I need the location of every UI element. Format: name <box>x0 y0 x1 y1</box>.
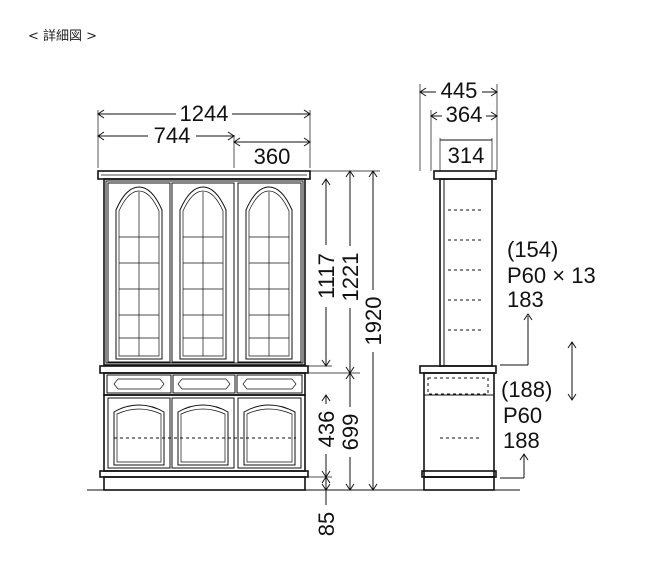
glass-door-left <box>107 182 171 363</box>
dim-left-width: 744 <box>154 123 191 148</box>
lower-cabinet <box>103 394 306 472</box>
upper-note-line2: P60 × 13 <box>507 263 596 288</box>
dim-plinth: 85 <box>314 512 339 536</box>
drawer-right <box>236 374 303 394</box>
dim-lower-height: 436 <box>314 411 339 448</box>
dim-lower-total: 699 <box>338 414 363 451</box>
dim-upper-total: 1221 <box>338 253 363 302</box>
side-plinth-top <box>421 470 497 478</box>
dim-overall-width: 1244 <box>180 101 229 126</box>
dim-side-depth-upper: 314 <box>448 143 485 168</box>
side-crown <box>433 170 497 180</box>
side-lower-body <box>423 372 495 478</box>
upper-note-line3: 183 <box>507 287 544 312</box>
plinth-top <box>99 470 309 478</box>
drawer-left <box>106 374 172 394</box>
side-counter <box>419 365 497 374</box>
lower-height-arrow <box>567 341 577 401</box>
dim-upper-height: 1117 <box>314 253 339 299</box>
side-upper-body <box>439 178 493 367</box>
side-view <box>419 170 497 491</box>
glass-door-right <box>237 182 302 363</box>
plinth <box>103 476 306 491</box>
side-plinth <box>423 476 495 491</box>
drawer-center <box>172 374 236 394</box>
lower-note-line2: P60 <box>503 403 542 428</box>
panel-door-right <box>237 397 302 469</box>
glass-door-center <box>171 182 235 363</box>
dim-side-depth-mid: 364 <box>446 102 483 127</box>
front-view <box>97 170 311 491</box>
front-dimensions: 1244 744 360 1117 1221 1920 436 699 85 <box>97 101 386 536</box>
drawer-row <box>103 372 306 396</box>
dim-overall-height: 1920 <box>361 297 386 346</box>
lower-note-line3: 188 <box>503 428 540 453</box>
counter-top <box>99 365 309 374</box>
lower-leader <box>519 453 529 478</box>
dim-side-depth-total: 445 <box>441 78 478 103</box>
panel-door-left <box>107 397 171 469</box>
lower-note-line1: (188) <box>501 377 552 402</box>
upper-leader <box>523 313 533 365</box>
side-dimensions: 445 364 314 (154) P60 × 13 183 (188) P60… <box>419 78 596 479</box>
panel-door-center <box>171 397 235 469</box>
dim-right-width: 360 <box>254 144 291 169</box>
diagram-caption: < 詳細図 > <box>28 29 98 44</box>
upper-note-line1: (154) <box>507 237 558 262</box>
upper-cabinet <box>103 178 306 366</box>
